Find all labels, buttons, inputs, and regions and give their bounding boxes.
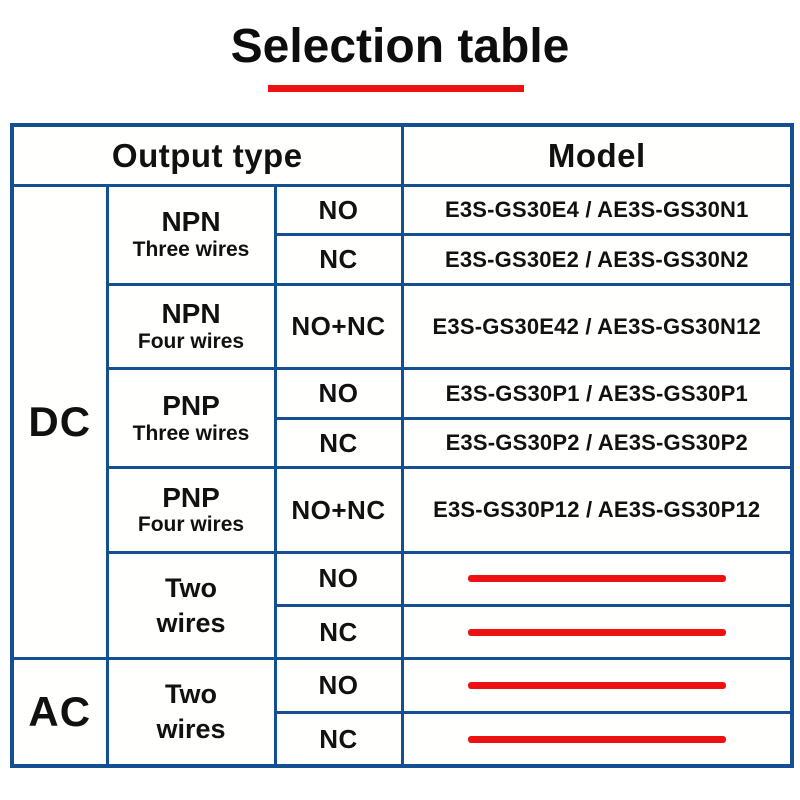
table-row: NC E3S-GS30E2 / AE3S-GS30N2 [12,233,794,286]
model-cell-na [400,604,794,661]
state-cell: NO [273,550,404,608]
wiring-main-label: PNP [162,389,220,421]
state-cell: NO+NC [273,466,404,554]
table-row: AC Two wires NO [10,657,794,768]
selection-table: Output type Model DC NPN Three wires NO … [10,123,794,769]
wiring-main-label: NPN [161,206,221,238]
state-cell: NC [273,604,404,661]
wiring-cell-npn-three: NPN Three wires [105,183,277,286]
not-available-line [467,628,726,636]
not-available-line [467,682,726,690]
state-cell: NO [273,183,404,237]
table-row: NPN Four wires NO+NC E3S-GS30E42 / AE3S-… [12,282,794,371]
header-model: Model [400,123,794,187]
wiring-cell-two-wires-ac: Two wires [105,657,277,768]
model-cell: E3S-GS30P2 / AE3S-GS30P2 [400,416,794,470]
state-cell: NC [273,233,404,286]
page-title: Selection table [230,20,570,73]
model-cell-na [400,550,794,608]
wiring-cell-pnp-three: PNP Three wires [105,367,277,470]
state-cell: NO+NC [273,282,404,371]
table-row: NC E3S-GS30P2 / AE3S-GS30P2 [12,416,794,470]
model-cell: E3S-GS30P1 / AE3S-GS30P1 [400,367,794,420]
table-row: NC [12,710,794,768]
wiring-sub-label: Three wires [132,238,250,262]
not-available-line [467,735,726,743]
table-row: DC NPN Three wires NO E3S-GS30E4 / AE3S-… [10,183,794,661]
power-cell-dc: DC [10,183,109,661]
state-cell: NO [273,367,404,420]
state-cell: NC [273,416,404,470]
state-cell: NO [273,657,404,714]
state-cell: NC [273,710,404,768]
wiring-sub-label: Four wires [137,513,245,537]
wiring-sub-label: Four wires [137,329,245,353]
model-cell-na [400,657,794,714]
model-cell: E3S-GS30P12 / AE3S-GS30P12 [400,466,794,554]
wiring-cell-npn-four: NPN Four wires [105,282,277,371]
wiring-main-label: PNP [162,481,220,513]
model-cell: E3S-GS30E42 / AE3S-GS30N12 [400,282,794,371]
title-underline [268,85,524,93]
wiring-sub-label: Three wires [132,421,250,445]
table-row: PNP Three wires NO E3S-GS30P1 / AE3S-GS3… [12,367,794,470]
wiring-cell-two-wires-dc: Two wires [105,550,277,661]
model-cell: E3S-GS30E4 / AE3S-GS30N1 [400,183,794,237]
wiring-main-label: NPN [161,298,221,330]
power-cell-ac: AC [10,657,109,768]
not-available-line [467,575,726,583]
header-output-type: Output type [10,123,404,187]
table-row: PNP Four wires NO+NC E3S-GS30P12 / AE3S-… [12,466,794,554]
model-cell: E3S-GS30E2 / AE3S-GS30N2 [400,233,794,286]
table-row: Two wires NO [12,550,794,661]
table-header-row: Output type Model [10,123,794,187]
wiring-cell-pnp-four: PNP Four wires [105,466,277,554]
table-row: NC [12,604,794,661]
model-cell-na [400,710,794,768]
